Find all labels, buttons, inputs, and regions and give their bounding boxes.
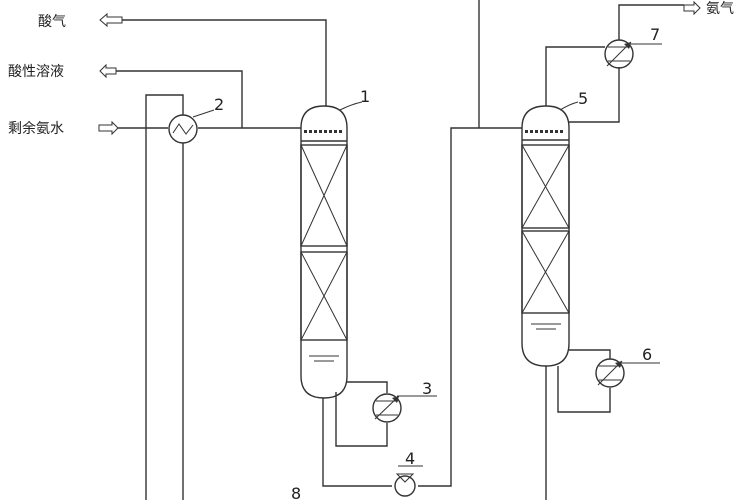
label-8: 8 [291,484,301,500]
label-1: 1 [360,87,370,106]
condenser-7-return [569,67,620,123]
leader-5 [559,101,579,111]
heat-exchanger-2 [168,109,215,144]
label-2: 2 [214,95,224,114]
label-3: 3 [422,379,432,398]
reboiler-3 [372,393,437,423]
ammonia-gas-label: 氨气 [706,1,734,17]
pump-4 [394,465,423,497]
exchanger-2-loop [145,94,184,500]
label-7: 7 [650,25,660,44]
label-5: 5 [578,89,588,108]
reboiler-3-loop [335,381,388,447]
column-5 [521,105,570,367]
acid-solution-label: 酸性溶液 [8,64,64,80]
acid-gas-line [122,19,327,106]
label-4: 4 [405,449,415,468]
reboiler-6-loop [557,349,611,413]
leader-1 [339,101,363,111]
reboiler-6 [595,358,660,388]
ammonia-gas-arrow [683,0,701,16]
acid-gas-label: 酸气 [38,14,66,30]
acid-gas-arrow [99,12,123,28]
label-6: 6 [642,345,652,364]
acid-solution-line [116,70,243,128]
column-1 [300,105,348,399]
bottom-transfer-line [322,127,522,487]
ammonia-gas-line [545,4,684,106]
residual-ammonia-inlet-arrow [98,120,119,136]
condenser-7 [604,39,662,69]
acid-solution-arrow [99,63,117,79]
residual-ammonia-water-label: 剩余氨水 [8,120,64,137]
